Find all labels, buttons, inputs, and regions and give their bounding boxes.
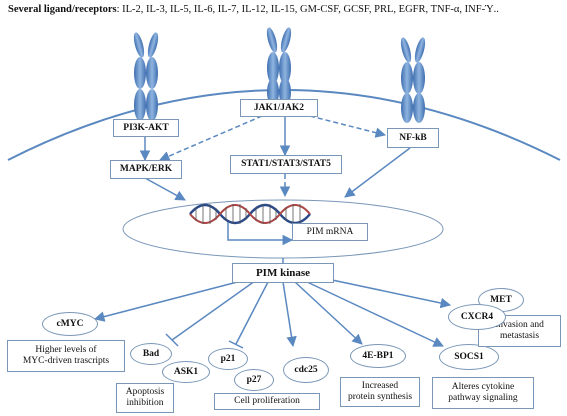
inhibit-bar-p21 — [228, 340, 244, 349]
p21-oval: p21 — [208, 348, 248, 370]
met-label: MET — [490, 295, 512, 305]
receptor-3 — [400, 37, 426, 123]
proliferation-label: Cell proliferation — [234, 396, 300, 407]
receptor-1 — [133, 32, 159, 121]
transcription-arrow — [227, 222, 294, 246]
mapk-erk-label: MAPK/ERK — [119, 164, 173, 175]
cytokine-line2: pathway signaling — [448, 393, 518, 403]
nfkb-box: NF-kB — [387, 128, 439, 148]
protein-synthesis-box: Increased protein synthesis — [340, 377, 420, 407]
pi3k-akt-box: PI3K-AKT — [113, 119, 179, 137]
cmyc-label: cMYC — [56, 319, 84, 329]
arrow-pim-socs1 — [304, 280, 444, 347]
cdc25-oval: cdc25 — [283, 357, 329, 383]
stat-label: STAT1/STAT3/STAT5 — [241, 159, 331, 170]
arrow-jak-mapk — [159, 115, 263, 162]
arrow-pim-4ebp1 — [294, 281, 363, 345]
ligand-header: Several ligand/receptors: IL-2, IL-3, IL… — [8, 4, 499, 15]
p21-label: p21 — [220, 354, 236, 364]
stat-box: STAT1/STAT3/STAT5 — [230, 155, 342, 174]
pim-mrna-box: PIM mRNA — [292, 223, 368, 241]
p27-oval: p27 — [234, 369, 274, 391]
ask1-oval: ASK1 — [162, 361, 210, 383]
cmyc-effect-box: Higher levels of MYC-driven trascripts — [7, 340, 125, 372]
inhibit-pim-bad — [171, 280, 256, 341]
bad-oval: Bad — [130, 343, 172, 365]
bad-label: Bad — [142, 349, 160, 359]
mrna-ellipse — [122, 199, 444, 259]
apoptosis-line2: inhibition — [126, 398, 164, 408]
cytokine-line1: Alteres cytokine — [451, 382, 515, 393]
pim-kinase-box: PIM kinase — [232, 263, 334, 283]
inhibit-pim-p21 — [235, 281, 269, 345]
arrow-mapk-mrna — [144, 177, 186, 201]
arrow-pim-cmyc — [93, 279, 246, 322]
4ebp1-oval: 4E-BP1 — [350, 344, 406, 368]
arrow-jak-nfkb — [309, 115, 387, 138]
socs1-oval: SOCS1 — [439, 344, 499, 370]
met-oval: MET — [478, 288, 524, 312]
arrow-nfkb-mrna — [344, 147, 411, 198]
pim-mrna-label: PIM mRNA — [306, 226, 354, 237]
protein-line1: Increased — [361, 381, 399, 392]
4ebp1-label: 4E-BP1 — [362, 351, 394, 361]
invasion-line1: Invasion and — [495, 320, 544, 331]
cxcr4-oval: CXCR4 — [448, 304, 506, 330]
cmyc-oval: cMYC — [42, 312, 98, 336]
ligand-header-label: Several ligand/receptors — [8, 4, 117, 15]
protein-line2: protein synthesis — [347, 392, 413, 402]
apoptosis-box: Apoptosis inhibition — [116, 383, 174, 413]
socs1-label: SOCS1 — [454, 352, 484, 362]
mapk-erk-box: MAPK/ERK — [110, 160, 182, 179]
nfkb-label: NF-kB — [399, 132, 427, 143]
inhibit-bar-bad — [165, 333, 179, 347]
apoptosis-line1: Apoptosis — [125, 387, 165, 398]
proliferation-box: Cell proliferation — [214, 393, 320, 410]
pim-kinase-label: PIM kinase — [255, 266, 311, 279]
dna-helix-icon — [189, 203, 311, 225]
jak-label: JAK1/JAK2 — [253, 102, 305, 113]
arrow-pim-cdc25 — [282, 281, 297, 348]
pi3k-akt-label: PI3K-AKT — [123, 122, 169, 133]
cmyc-effect-line2: MYC-driven trascripts — [22, 356, 110, 366]
ligand-header-list: : IL-2, IL-3, IL-5, IL-6, IL-7, IL-12, I… — [116, 4, 499, 15]
cxcr4-label: CXCR4 — [460, 312, 494, 322]
receptor-2 — [266, 27, 292, 106]
cmyc-effect-line1: Higher levels of — [35, 345, 97, 356]
p27-label: p27 — [246, 375, 262, 385]
cdc25-label: cdc25 — [294, 365, 318, 375]
jak-box: JAK1/JAK2 — [240, 99, 318, 117]
invasion-line2: metastasis — [499, 331, 540, 341]
arrow-pim-cxcr4 — [317, 276, 452, 309]
cytokine-box: Alteres cytokine pathway signaling — [432, 377, 534, 409]
ask1-label: ASK1 — [173, 367, 199, 377]
